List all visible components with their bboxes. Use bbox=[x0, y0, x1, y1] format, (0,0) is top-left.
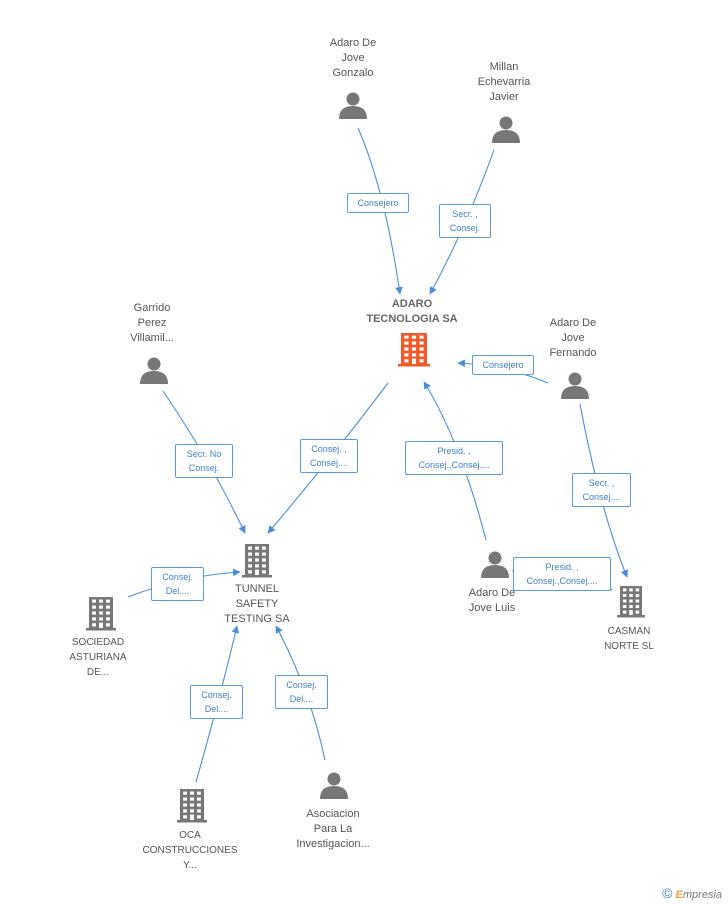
edge-label-line: Del.... bbox=[289, 694, 314, 704]
node-millan[interactable]: Millan Echevarria Javier bbox=[454, 60, 554, 105]
node-label-line: Y... bbox=[183, 860, 197, 871]
node-casman[interactable]: CASMAN NORTE SL bbox=[579, 624, 679, 654]
node-label-line: Millan bbox=[489, 61, 519, 73]
node-label-line: Investigacion... bbox=[296, 838, 370, 850]
node-label-line: TUNNEL bbox=[234, 583, 279, 595]
node-label-line: Jove bbox=[341, 52, 365, 64]
edge-label-line: Secr. , bbox=[452, 209, 478, 219]
footer-brand[interactable]: © Empresia bbox=[662, 885, 722, 901]
building-icon-sociedad[interactable] bbox=[86, 597, 116, 631]
node-label-line: Jove Luis bbox=[468, 602, 516, 614]
building-icon-oca[interactable] bbox=[177, 789, 207, 823]
edge-label-line: Secr. No bbox=[186, 449, 222, 459]
edge-label-line: Presid. , bbox=[545, 562, 579, 572]
node-label-line: SAFETY bbox=[235, 598, 279, 610]
node-label-line: Villamil... bbox=[130, 332, 174, 344]
person-icon-adaro-luis[interactable] bbox=[481, 551, 509, 579]
node-label-line: Fernando bbox=[549, 347, 597, 359]
node-label-line: Asociacion bbox=[306, 808, 360, 820]
node-label-line: DE... bbox=[86, 667, 110, 678]
node-adaro-fernando[interactable]: Adaro De Jove Fernando bbox=[523, 316, 623, 361]
edge-label-oca-tunnel[interactable]: Consej. Del.... bbox=[190, 685, 243, 719]
node-adaro-gonzalo[interactable]: Adaro De Jove Gonzalo bbox=[303, 36, 403, 81]
node-label-line: ADARO bbox=[391, 298, 433, 310]
node-label-line: TESTING SA bbox=[224, 613, 290, 625]
edge-label-line: Consej. bbox=[201, 690, 232, 700]
node-label-line: Adaro De bbox=[329, 37, 377, 49]
edge-label-sociedad-tunnel[interactable]: Consej. Del.... bbox=[151, 567, 204, 601]
node-label-line: OCA bbox=[179, 830, 201, 841]
edge-label-gonzalo-adaro[interactable]: Consejero bbox=[347, 193, 409, 213]
brand-rest: mpresia bbox=[682, 889, 722, 901]
node-label-line: ASTURIANA bbox=[69, 652, 127, 663]
building-icon-tunnel[interactable] bbox=[242, 544, 272, 578]
brand-initial: E bbox=[675, 889, 683, 901]
edge-label-line: Consej. bbox=[286, 680, 317, 690]
brand-logo: Empresia bbox=[676, 889, 722, 901]
node-label-line: NORTE SL bbox=[604, 641, 654, 652]
edge-label-line: Consej. bbox=[162, 572, 193, 582]
edge-label-line: Consej.... bbox=[582, 492, 621, 502]
edge-label-garrido-tunnel[interactable]: Secr. No Consej. bbox=[175, 444, 233, 478]
edge-label-luis-adaro[interactable]: Presid. , Consej.,Consej.... bbox=[405, 441, 503, 475]
node-label-line: Adaro De bbox=[549, 317, 597, 329]
node-sociedad[interactable]: SOCIEDAD ASTURIANA DE... bbox=[48, 635, 148, 680]
edge-label-adaro-tunnel[interactable]: Consej. , Consej.... bbox=[300, 439, 358, 473]
node-label-line: Adaro De bbox=[468, 587, 516, 599]
edge-label-fernando-casman[interactable]: Secr. , Consej.... bbox=[572, 473, 631, 507]
node-label-line: Perez bbox=[137, 317, 167, 329]
node-label-line: Garrido bbox=[133, 302, 171, 314]
node-adaro-tecnologia[interactable]: ADARO TECNOLOGIA SA bbox=[352, 297, 472, 327]
edge-label-line: Del.... bbox=[165, 586, 190, 596]
node-label-line: CASMAN bbox=[607, 626, 651, 637]
edge-label-line: Consej. bbox=[188, 463, 220, 473]
node-label-line: CONSTRUCCIONES bbox=[142, 845, 238, 856]
person-icon-garrido[interactable] bbox=[140, 357, 168, 385]
node-asociacion[interactable]: Asociacion Para La Investigacion... bbox=[277, 807, 389, 852]
copyright-icon: © bbox=[662, 885, 673, 901]
edge-label-line: Secr. , bbox=[588, 478, 615, 488]
building-icon-adaro-tecnologia[interactable] bbox=[398, 333, 430, 367]
edge-label-line: Consejero bbox=[357, 198, 399, 208]
node-label-line: Echevarria bbox=[477, 76, 531, 88]
edge-label-line: Consej.... bbox=[309, 458, 349, 468]
edge-label-fernando-adaro[interactable]: Consejero bbox=[472, 355, 534, 375]
node-garrido[interactable]: Garrido Perez Villamil... bbox=[102, 301, 202, 346]
edge-label-line: Consej. , bbox=[311, 444, 347, 454]
node-oca[interactable]: OCA CONSTRUCCIONES Y... bbox=[130, 828, 250, 873]
building-icon-casman[interactable] bbox=[617, 586, 645, 618]
person-icon-millan[interactable] bbox=[492, 116, 520, 144]
node-label-line: TECNOLOGIA SA bbox=[366, 313, 458, 325]
person-icon-adaro-gonzalo[interactable] bbox=[339, 92, 367, 120]
edge-label-asociacion-tunnel[interactable]: Consej. Del.... bbox=[275, 675, 328, 709]
node-label-line: SOCIEDAD bbox=[71, 637, 125, 648]
node-label-line: Gonzalo bbox=[332, 67, 374, 79]
person-icon-asociacion[interactable] bbox=[320, 772, 348, 800]
edge-label-line: Presid. , bbox=[437, 446, 471, 456]
node-label-line: Javier bbox=[489, 91, 519, 103]
node-label-line: Para La bbox=[313, 823, 353, 835]
edge-label-luis-casman[interactable]: Presid. , Consej.,Consej.... bbox=[513, 557, 611, 591]
edge-label-line: Consej.,Consej.... bbox=[526, 576, 598, 586]
edge-label-line: Consej. bbox=[449, 223, 481, 233]
node-adaro-luis[interactable]: Adaro De Jove Luis bbox=[442, 586, 542, 616]
node-icons bbox=[86, 92, 645, 823]
edge-label-millan-adaro[interactable]: Secr. , Consej. bbox=[439, 204, 491, 238]
person-icon-adaro-fernando[interactable] bbox=[561, 372, 589, 400]
node-label-line: Jove bbox=[561, 332, 585, 344]
node-tunnel[interactable]: TUNNEL SAFETY TESTING SA bbox=[207, 582, 307, 627]
edge-label-line: Del.... bbox=[204, 704, 229, 714]
edge-label-line: Consej.,Consej.... bbox=[418, 460, 490, 470]
edge-label-line: Consejero bbox=[482, 360, 524, 370]
